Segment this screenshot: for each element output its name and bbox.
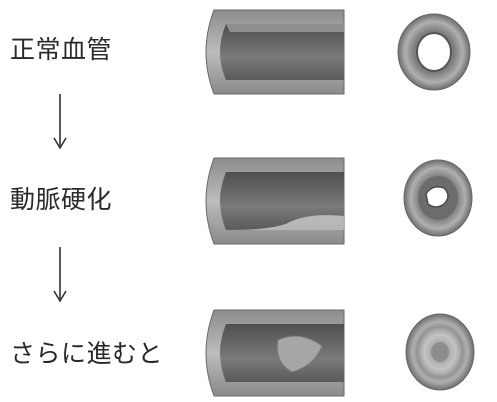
vessel-longitudinal-normal: [205, 9, 345, 95]
stage-label-atherosclerosis: 動脈硬化: [10, 185, 113, 214]
vessel-cross-section-advanced: [405, 313, 475, 391]
vessel-longitudinal-atherosclerosis: [205, 157, 345, 245]
stage-label-advanced: さらに進むと: [10, 339, 164, 368]
stage-label-normal: 正常血管: [10, 35, 113, 64]
vessel-longitudinal-advanced: [205, 309, 345, 397]
vessel-cross-section-normal: [397, 13, 471, 91]
vessel-cross-section-atherosclerosis: [403, 159, 473, 237]
down-arrow-icon: [53, 247, 67, 303]
down-arrow-icon: [53, 94, 67, 150]
